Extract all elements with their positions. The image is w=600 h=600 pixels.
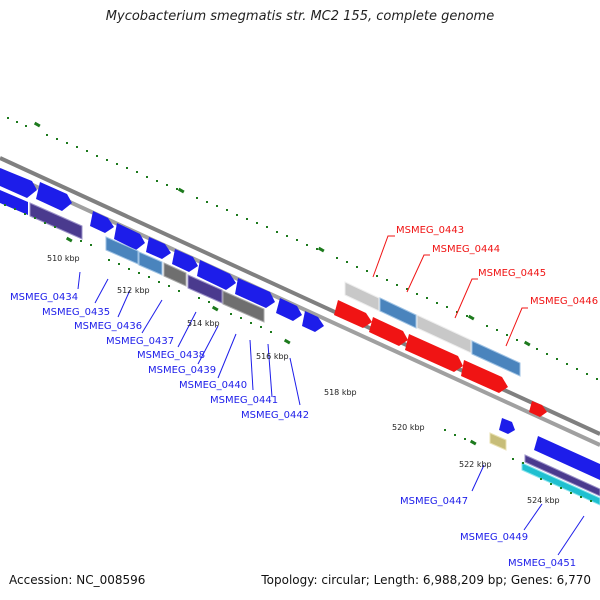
gene-track-red: [334, 300, 547, 417]
gene-steel-a: [105, 236, 139, 265]
gene-track-forward: [0, 168, 324, 332]
gene-label: MSMEG_0447: [400, 496, 468, 507]
gene-blue-j: [302, 311, 324, 332]
gene-steel-c: [379, 297, 417, 329]
gene-blue-l: [534, 436, 600, 480]
gene-purple-a: [29, 202, 83, 240]
gene-msmeg-0435: [0, 190, 28, 215]
gene-purple-b: [187, 274, 223, 304]
tick-label: 516 kbp: [256, 352, 289, 361]
gene-cyan: [521, 462, 600, 506]
gene-blue-f: [172, 249, 198, 272]
gene-label: MSMEG_0449: [460, 532, 528, 543]
gene-msmeg-0434: [0, 168, 37, 198]
gene-label: MSMEG_0444: [432, 244, 500, 255]
gene-blue-c: [90, 211, 114, 233]
gene-lightgrey-b: [416, 314, 472, 354]
gene-track-secondary: [0, 190, 265, 323]
gene-red-small: [529, 401, 547, 417]
leader-lines-blue: [77, 271, 585, 556]
gene-steel-d: [471, 340, 521, 377]
gene-labels-blue: MSMEG_0434 MSMEG_0435 MSMEG_0436 MSMEG_0…: [10, 292, 576, 569]
gene-blue-i: [276, 298, 302, 321]
gene-label: MSMEG_0437: [106, 336, 174, 347]
topology-text: Topology: circular; Length: 6,988,209 bp…: [261, 573, 591, 587]
gene-track-lower: [489, 418, 600, 506]
inner-tick-ring: [4, 204, 592, 502]
gene-blue-g: [197, 260, 236, 290]
gene-label: MSMEG_0439: [148, 365, 216, 376]
gene-label: MSMEG_0436: [74, 321, 142, 332]
gene-blue-k: [499, 418, 515, 434]
gene-grey-b: [222, 290, 265, 323]
tick-label: 522 kbp: [459, 460, 492, 469]
leader-lines-red: [372, 235, 528, 347]
gene-label: MSMEG_0434: [10, 292, 78, 303]
gene-label: MSMEG_0442: [241, 410, 309, 421]
gene-purple-c: [524, 454, 600, 497]
gene-label: MSMEG_0446: [530, 296, 598, 307]
gene-lightgrey-a: [344, 281, 380, 312]
gene-steel-b: [138, 251, 163, 276]
gene-blue-b: [36, 182, 72, 211]
gene-labels-red: MSMEG_0443 MSMEG_0444 MSMEG_0445 MSMEG_0…: [396, 225, 598, 307]
gene-khaki: [489, 432, 507, 451]
gene-blue-h: [235, 278, 275, 308]
gene-label: MSMEG_0440: [179, 380, 247, 391]
tick-label: 510 kbp: [47, 254, 80, 263]
tick-label: 512 kbp: [117, 286, 150, 295]
gene-track-cluster: [344, 281, 521, 377]
gene-label: MSMEG_0438: [137, 350, 205, 361]
gene-msmeg-0443-red: [334, 300, 372, 328]
tick-label: 514 kbp: [187, 319, 220, 328]
tick-label: 520 kbp: [392, 423, 425, 432]
gene-msmeg-0446-red: [461, 360, 508, 393]
outer-tick-ring: [7, 117, 598, 380]
gene-label: MSMEG_0441: [210, 395, 278, 406]
tick-labels: 510 kbp 512 kbp 514 kbp 516 kbp 518 kbp …: [47, 254, 560, 505]
tick-label: 518 kbp: [324, 388, 357, 397]
tick-label: 524 kbp: [527, 496, 560, 505]
gene-msmeg-0445-red: [405, 334, 463, 372]
gene-label: MSMEG_0451: [508, 558, 576, 569]
map-title: Mycobacterium smegmatis str. MC2 155, co…: [105, 9, 495, 24]
gene-label: MSMEG_0445: [478, 268, 546, 279]
gene-grey-a: [163, 262, 187, 287]
genome-backbone: [0, 156, 600, 447]
gene-blue-e: [146, 237, 171, 259]
gene-msmeg-0444-red: [369, 317, 408, 346]
accession-text: Accession: NC_008596: [9, 573, 146, 587]
gene-label: MSMEG_0435: [42, 307, 110, 318]
gene-label: MSMEG_0443: [396, 225, 464, 236]
gene-blue-d: [114, 223, 145, 250]
